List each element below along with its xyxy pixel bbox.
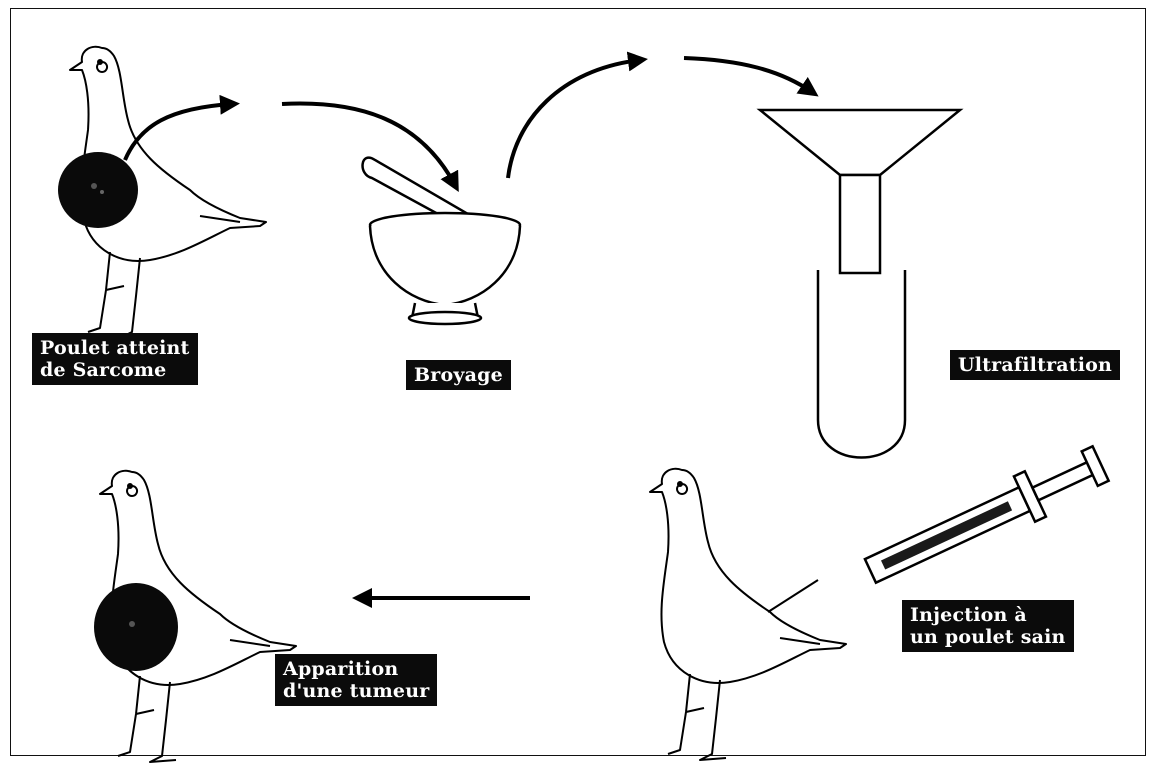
label-sick-chicken: Poulet atteint de Sarcome (32, 333, 198, 385)
label-ultrafiltration: Ultrafiltration (950, 350, 1120, 380)
syringe-icon (860, 441, 1111, 594)
result-chicken-icon (94, 471, 296, 762)
label-injection: Injection à un poulet sain (902, 600, 1074, 652)
flow-arrow-3 (508, 60, 640, 178)
filter-icon (760, 110, 960, 458)
sick-chicken-icon (58, 47, 266, 338)
label-tumor: Apparition d'une tumeur (275, 654, 437, 706)
flow-arrow-4 (684, 58, 812, 92)
healthy-chicken-icon (650, 469, 846, 760)
label-grinding: Broyage (406, 360, 511, 390)
mortar-icon (363, 158, 520, 324)
